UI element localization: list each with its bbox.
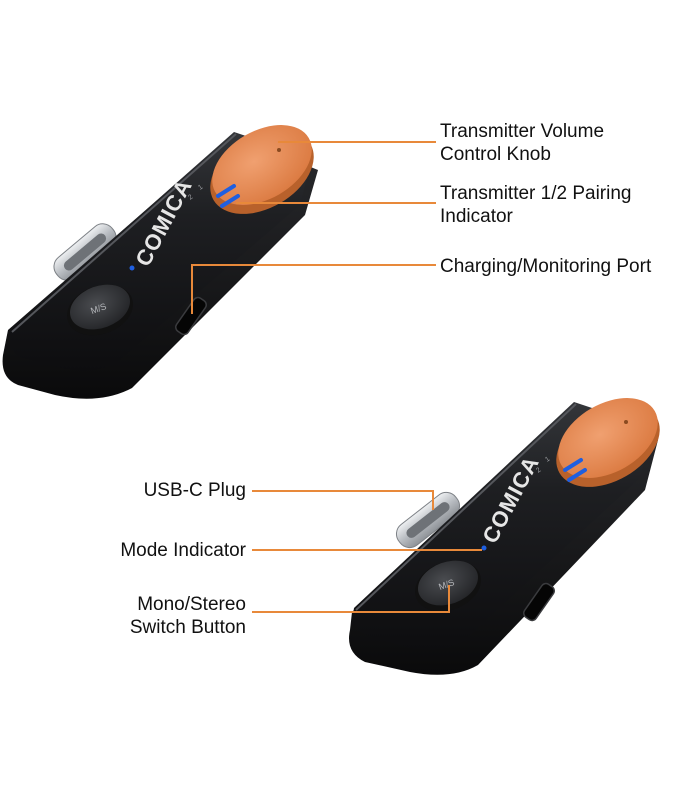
channel-2-label-bottom: 2 [535,467,542,475]
leader-lines [191,141,482,613]
leader-ms-button [252,585,450,613]
usbc-plug-bottom [395,491,461,549]
leader-usbc-plug [252,490,434,510]
ms-button-top: M/S [67,284,133,336]
mode-indicator-led-bottom [481,545,487,551]
volume-knob-top [210,125,314,214]
callout-ms-button: Mono/Stereo Switch Button [129,594,246,638]
callout-mode-indicator: Mode Indicator [120,540,246,561]
mode-indicator-led-top [129,265,135,271]
charging-port-bottom [523,582,555,622]
callout-pairing-indicator: Transmitter 1/2 Pairing Indicator [440,183,632,227]
device-top: 1 2 COMICA M/S [2,125,318,399]
pairing-led-top [216,184,240,208]
channel-2-label-top: 2 [187,194,194,202]
channel-1-label-bottom: 1 [544,456,551,464]
callout-charging-port: Charging/Monitoring Port [440,256,652,277]
callout-volume-knob: Transmitter Volume Control Knob [440,121,605,165]
device-bottom: 1 2 COMICA M/S [349,398,660,675]
callout-usbc-plug: USB-C Plug [143,480,246,501]
pairing-led-bottom [563,458,587,482]
channel-1-label-top: 1 [197,184,204,192]
volume-knob-bottom [556,398,660,487]
leader-charging-port [191,264,436,314]
charging-port-top [175,296,207,336]
